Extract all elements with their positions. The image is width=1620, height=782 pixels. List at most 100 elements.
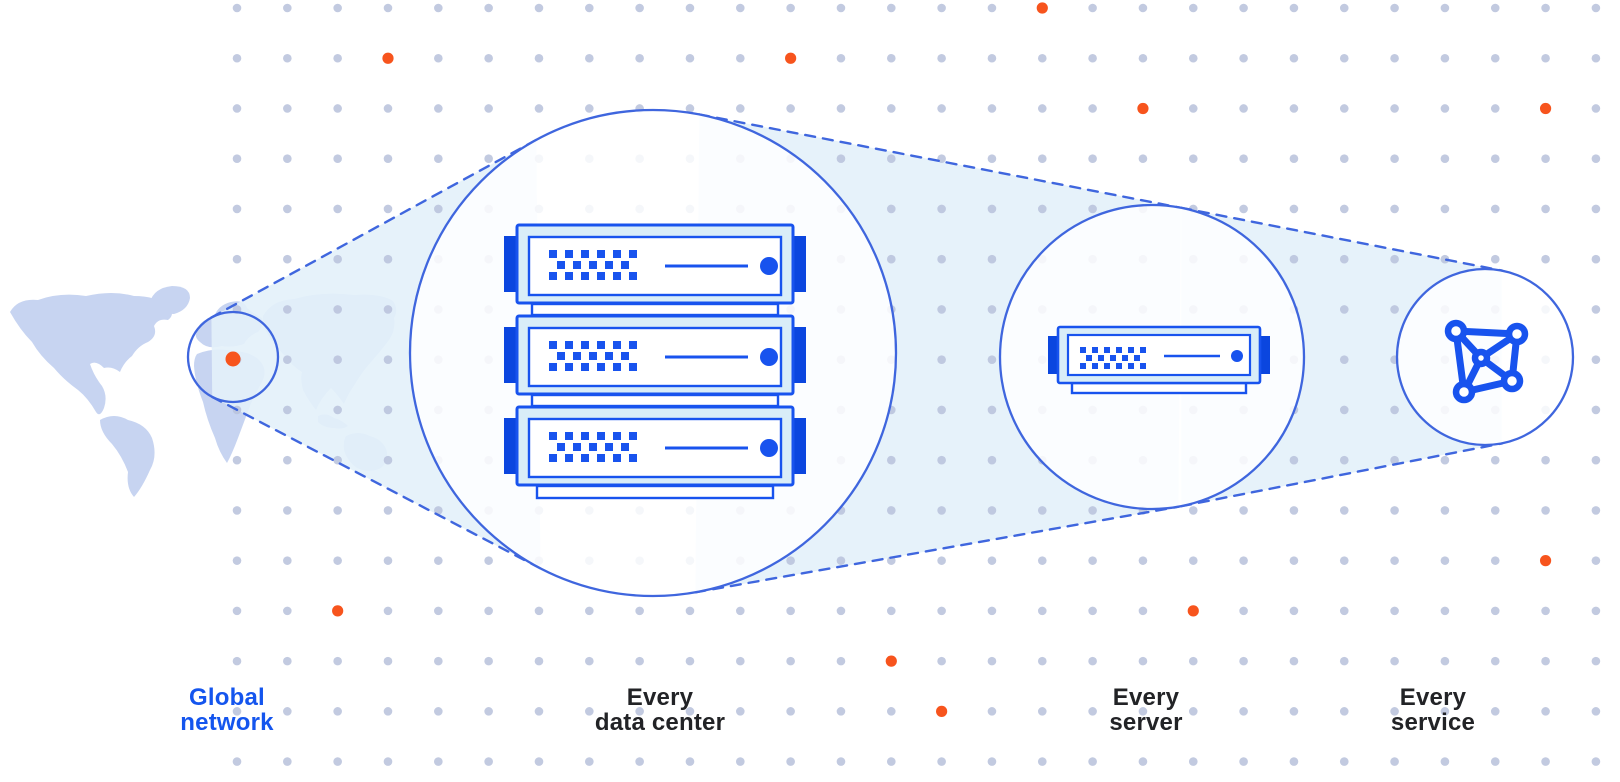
- grid-dot: [1339, 606, 1349, 616]
- grid-dot: [283, 254, 292, 264]
- vent-dot: [549, 454, 557, 462]
- grid-dot: [1289, 707, 1299, 716]
- grid-dot: [1037, 556, 1047, 565]
- grid-dot: [1490, 154, 1500, 164]
- vent-dot: [1104, 363, 1110, 369]
- vent-dot: [581, 432, 589, 440]
- grid-dot: [886, 204, 896, 214]
- grid-dot: [1138, 707, 1148, 716]
- grid-dot: [987, 405, 997, 415]
- grid-dot: [836, 656, 846, 666]
- grid-dot: [987, 506, 997, 515]
- grid-dot: [283, 204, 292, 214]
- grid-dot: [1490, 556, 1500, 565]
- server-icon: [504, 405, 806, 487]
- grid-dot: [434, 556, 443, 565]
- vent-dot: [565, 250, 573, 258]
- network-node: [1471, 348, 1491, 368]
- grid-dot: [1037, 506, 1047, 515]
- grid-dot: [232, 53, 242, 63]
- grid-dot: [1541, 254, 1550, 264]
- network-node: [1500, 369, 1524, 393]
- vent-dot: [1092, 363, 1098, 369]
- vent-dot: [1116, 363, 1122, 369]
- grid-dot: [333, 305, 342, 314]
- grid-dot: [1037, 707, 1047, 716]
- vent-dot: [1104, 347, 1110, 353]
- grid-dot: [1188, 506, 1198, 515]
- grid-dot: [1390, 656, 1399, 666]
- grid-dot: [937, 254, 946, 264]
- server-vent-dots: [549, 250, 637, 280]
- grid-dot: [937, 506, 946, 515]
- dashed-connector-line: [210, 395, 542, 570]
- grid-dot: [1339, 707, 1349, 716]
- grid-dot: [1390, 405, 1399, 415]
- grid-dot: [1490, 455, 1500, 465]
- grid-dot: [333, 506, 342, 515]
- grid-dot: [484, 154, 493, 164]
- grid-dot: [383, 355, 393, 364]
- grid-dot: [836, 606, 846, 616]
- grid-dot: [886, 455, 896, 465]
- grid-dot: [1138, 656, 1148, 666]
- label-line: service: [1390, 709, 1476, 736]
- vent-dot: [597, 432, 605, 440]
- vent-dot: [1140, 363, 1146, 369]
- grid-dot: [736, 757, 745, 766]
- grid-dot: [1440, 506, 1450, 515]
- accent-dot: [785, 52, 797, 64]
- grid-dot: [1088, 556, 1097, 565]
- grid-dot: [886, 254, 896, 264]
- grid-dot: [1188, 104, 1198, 113]
- vent-dot: [549, 250, 557, 258]
- label-line: data center: [594, 709, 726, 736]
- network-node: [1452, 380, 1476, 404]
- grid-dot: [1390, 104, 1399, 113]
- grid-dot: [1490, 3, 1500, 13]
- vent-dot: [589, 443, 597, 451]
- vent-dot: [613, 250, 621, 258]
- grid-dot: [1138, 606, 1148, 616]
- grid-dot: [1239, 757, 1248, 766]
- grid-dot: [283, 53, 292, 63]
- vent-dot: [1116, 347, 1122, 353]
- grid-dot: [1037, 104, 1047, 113]
- vent-dot: [549, 341, 557, 349]
- grid-dot: [685, 104, 695, 113]
- grid-dot: [283, 104, 292, 113]
- grid-dot: [886, 506, 896, 515]
- grid-dot: [937, 656, 946, 666]
- grid-dot: [987, 254, 997, 264]
- grid-dot: [383, 556, 393, 565]
- grid-dot: [1138, 53, 1148, 63]
- server-panel: [527, 417, 783, 479]
- grid-dot: [987, 53, 997, 63]
- grid-dot: [937, 53, 946, 63]
- grid-dot: [434, 707, 443, 716]
- label-every-server: Every server: [1109, 685, 1182, 735]
- grid-dot: [232, 606, 242, 616]
- continent-shape: [150, 286, 190, 314]
- vent-dot: [581, 363, 589, 371]
- grid-dot: [1088, 506, 1097, 515]
- grid-dot: [1440, 757, 1450, 766]
- grid-dot: [333, 3, 342, 13]
- grid-dot: [1088, 656, 1097, 666]
- grid-dot: [333, 405, 342, 415]
- label-every-data-center: Every data center: [595, 685, 725, 735]
- grid-dot: [585, 606, 594, 616]
- vent-dot: [1098, 355, 1104, 361]
- vent-dot: [581, 454, 589, 462]
- grid-dot: [232, 104, 242, 113]
- grid-dot: [886, 154, 896, 164]
- grid-dot: [232, 204, 242, 214]
- grid-dot: [484, 3, 493, 13]
- network-nodes-icon: [1444, 319, 1529, 404]
- grid-dot: [1440, 3, 1450, 13]
- grid-dot: [1390, 506, 1399, 515]
- grid-dot: [585, 3, 594, 13]
- grid-dot: [937, 455, 946, 465]
